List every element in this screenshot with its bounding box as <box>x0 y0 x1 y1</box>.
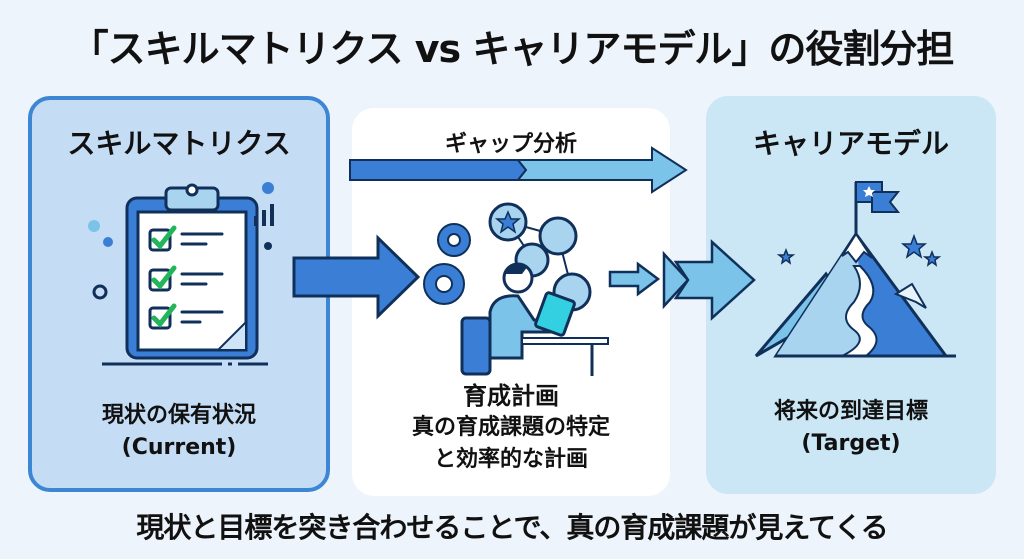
development-plan-line2: と効率的な計画 <box>433 447 588 472</box>
career-model-heading: キャリアモデル <box>752 127 949 160</box>
development-plan-line1: 真の育成課題の特定 <box>411 415 610 440</box>
career-model-line1: 将来の到達目標 <box>773 399 928 424</box>
skill-matrix-panel: スキルマトリクス 現状の保有状況 (Current) <box>28 96 330 492</box>
career-model-panel: キャリアモデル 将来の到達目標 (Target) <box>706 96 996 494</box>
plan-to-target-arrow <box>662 239 756 321</box>
skill-matrix-heading: スキルマトリクス <box>67 127 291 160</box>
skill-matrix-line1: 現状の保有状況 <box>101 403 256 428</box>
person-planning-icon <box>423 202 609 376</box>
clipboard-checklist-icon <box>88 182 274 366</box>
gap-analysis-label: ギャップ分析 <box>444 132 577 157</box>
development-plan-heading: 育成計画 <box>463 382 559 410</box>
mountain-flag-icon <box>754 181 956 358</box>
footer-caption: 現状と目標を突き合わせることで、真の育成課題が見えてくる <box>136 511 888 544</box>
career-model-line2: (Target) <box>801 431 901 456</box>
gap-analysis-arrow <box>349 146 688 194</box>
skill-matrix-line2: (Current) <box>121 435 237 460</box>
plan-to-target-small-arrow <box>608 261 661 297</box>
page-title: 「スキルマトリクス vs キャリアモデル」の役割分担 <box>70 27 955 71</box>
current-to-plan-arrow <box>292 234 421 320</box>
